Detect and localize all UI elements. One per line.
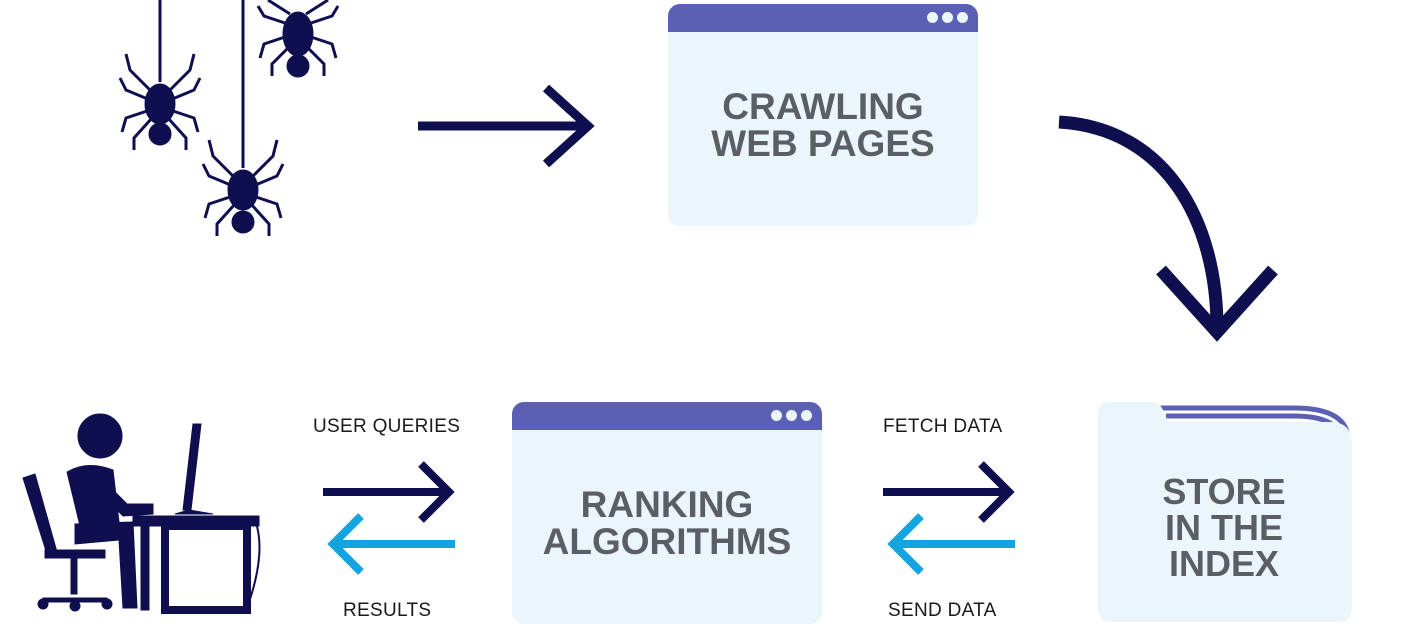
crawl-window: CRAWLING WEB PAGES bbox=[668, 4, 978, 226]
index-box-line3: INDEX bbox=[1168, 543, 1280, 584]
spiders-icon bbox=[118, 0, 340, 236]
arrow-right-icon bbox=[323, 461, 455, 523]
crawl-box-line2: WEB PAGES bbox=[711, 123, 935, 164]
arrow-right-icon bbox=[418, 84, 595, 168]
ranking-box-line2: ALGORITHMS bbox=[542, 521, 792, 562]
window-header bbox=[512, 402, 822, 430]
ranking-box-line1: RANKING bbox=[580, 484, 754, 525]
ranking-box-title: RANKING ALGORITHMS bbox=[512, 486, 822, 560]
arrow-left-icon bbox=[327, 513, 455, 575]
crawl-box-line1: CRAWLING bbox=[722, 86, 924, 127]
send-data-label: SEND DATA bbox=[888, 600, 997, 621]
window-header bbox=[668, 4, 978, 32]
index-box-line1: STORE bbox=[1162, 471, 1286, 512]
curved-arrow-down-icon bbox=[1058, 115, 1278, 342]
crawl-box-title: CRAWLING WEB PAGES bbox=[668, 88, 978, 162]
index-box-title: STORE IN THE INDEX bbox=[1094, 474, 1354, 582]
window-dots-icon bbox=[771, 410, 812, 421]
window-dots-icon bbox=[927, 12, 968, 23]
user-at-computer-icon bbox=[22, 413, 261, 614]
results-label: RESULTS bbox=[343, 600, 432, 621]
arrow-right-icon bbox=[883, 461, 1015, 523]
user-queries-label: USER QUERIES bbox=[313, 416, 461, 437]
arrow-left-icon bbox=[887, 513, 1015, 575]
folder-icon bbox=[1098, 402, 1352, 622]
ranking-window: RANKING ALGORITHMS bbox=[512, 402, 822, 624]
index-box-line2: IN THE bbox=[1164, 507, 1283, 548]
fetch-data-label: FETCH DATA bbox=[883, 416, 1003, 437]
